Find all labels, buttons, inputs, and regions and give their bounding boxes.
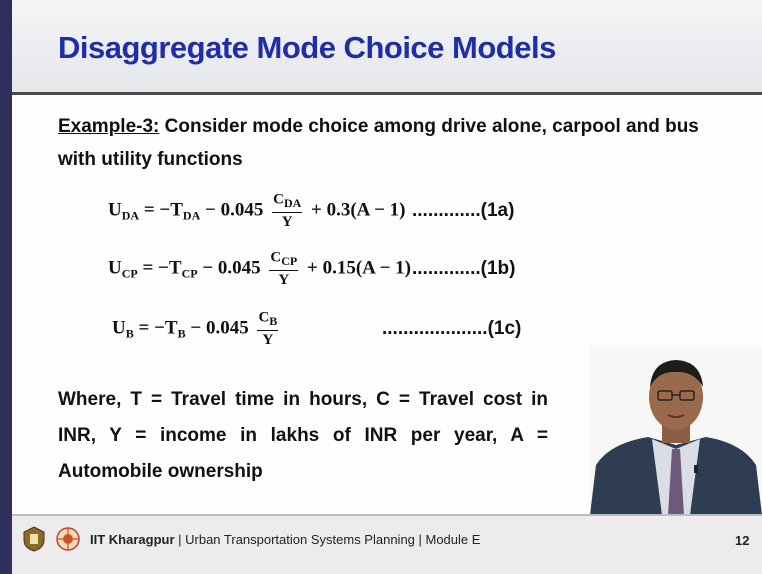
eq-coef: 0.045 <box>205 317 249 339</box>
eq-fraction: CCP Y <box>269 248 299 289</box>
eq-num-sub: DA <box>283 196 302 210</box>
eq-den: Y <box>278 272 290 288</box>
eq-coef: 0.045 <box>217 257 261 279</box>
title-divider <box>12 92 762 95</box>
eq-t-sub: CP <box>181 266 198 281</box>
eq-num: C <box>270 249 282 266</box>
eq-lhs-sub: B <box>125 326 134 341</box>
eq-t: T <box>164 317 178 339</box>
equation-1c-tag: ....................(1c) <box>382 318 522 339</box>
eq-lhs: U <box>108 257 122 279</box>
example-line-1: Example-3: Consider mode choice among dr… <box>58 116 699 138</box>
eq-t: T <box>168 257 182 279</box>
footer-institute: IIT Kharagpur <box>90 532 175 547</box>
eq-coef: 0.045 <box>220 199 264 221</box>
title-band <box>12 0 762 92</box>
eq-lhs: U <box>112 317 126 339</box>
nptel-logo-icon <box>56 526 80 552</box>
eq-t-sub: B <box>177 326 186 341</box>
left-accent-rule <box>0 0 12 574</box>
presenter-video <box>590 345 762 515</box>
footer-divider <box>12 514 762 516</box>
footer-course: | Urban Transportation Systems Planning … <box>174 532 481 547</box>
eq-fraction: CDA Y <box>272 190 303 231</box>
footer-text: IIT Kharagpur | Urban Transportation Sys… <box>90 532 480 547</box>
eq-lhs-sub: DA <box>121 208 140 223</box>
iit-logo-icon <box>22 526 46 552</box>
example-line-2: with utility functions <box>58 149 243 170</box>
footer-bar <box>12 514 762 574</box>
page-number: 12 <box>735 533 750 548</box>
eq-num: C <box>258 309 270 326</box>
eq-lhs: U <box>108 199 122 221</box>
definitions-text: Where, T = Travel time in hours, C = Tra… <box>58 389 548 482</box>
example-label: Example-3: <box>58 116 160 137</box>
eq-num-sub: CP <box>281 254 298 268</box>
eq-lhs-sub: CP <box>121 266 138 281</box>
eq-num-sub: B <box>269 314 278 328</box>
eq-num: C <box>273 191 284 208</box>
presenter-image <box>590 345 762 515</box>
slide-title: Disaggregate Mode Choice Models <box>58 30 556 65</box>
equation-1b-tag: .............(1b) <box>412 258 516 279</box>
eq-den: Y <box>262 332 274 348</box>
eq-tail: + 0.3(A − 1) <box>311 199 406 221</box>
example-text-1: Consider mode choice among drive alone, … <box>159 116 699 137</box>
equation-1a-tag: .............(1a) <box>412 200 515 221</box>
eq-tail: + 0.15(A − 1) <box>307 257 411 279</box>
eq-den: Y <box>281 214 293 230</box>
eq-t-sub: DA <box>182 208 201 223</box>
eq-t: T <box>170 199 183 221</box>
